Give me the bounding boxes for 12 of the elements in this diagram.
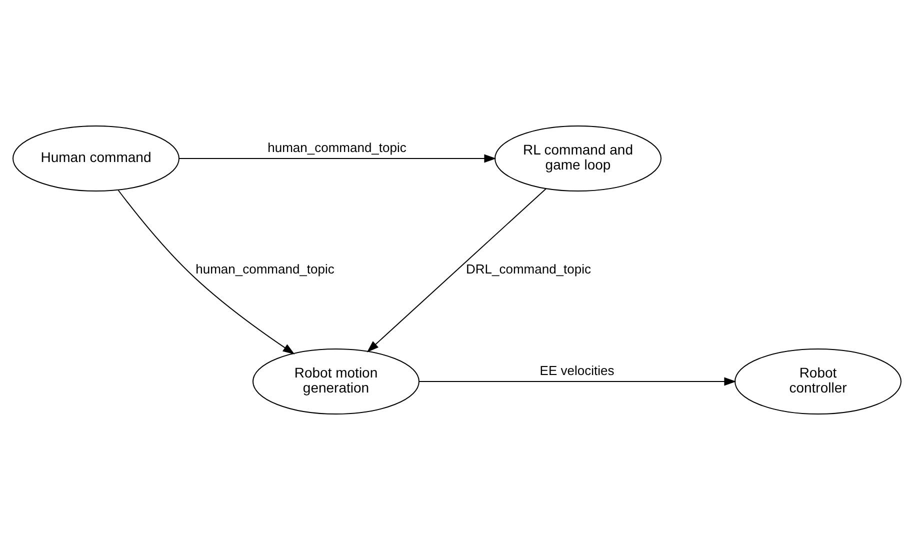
edge-label: EE velocities (540, 362, 614, 378)
arrow (418, 377, 736, 386)
node-ellipse: Human command (12, 126, 180, 192)
arrow (118, 190, 295, 354)
node-ellipse: Robot controller (734, 348, 902, 414)
arrow (178, 154, 496, 163)
node-ellipse: RL command and game loop (494, 126, 662, 192)
edge-label: human_command_topic (268, 140, 406, 155)
node-ellipse: Robot motion generation (252, 348, 420, 414)
arrow (366, 188, 547, 352)
edge-label: human_command_topic (196, 261, 334, 276)
edge-label: DRL_command_topic (466, 261, 592, 276)
